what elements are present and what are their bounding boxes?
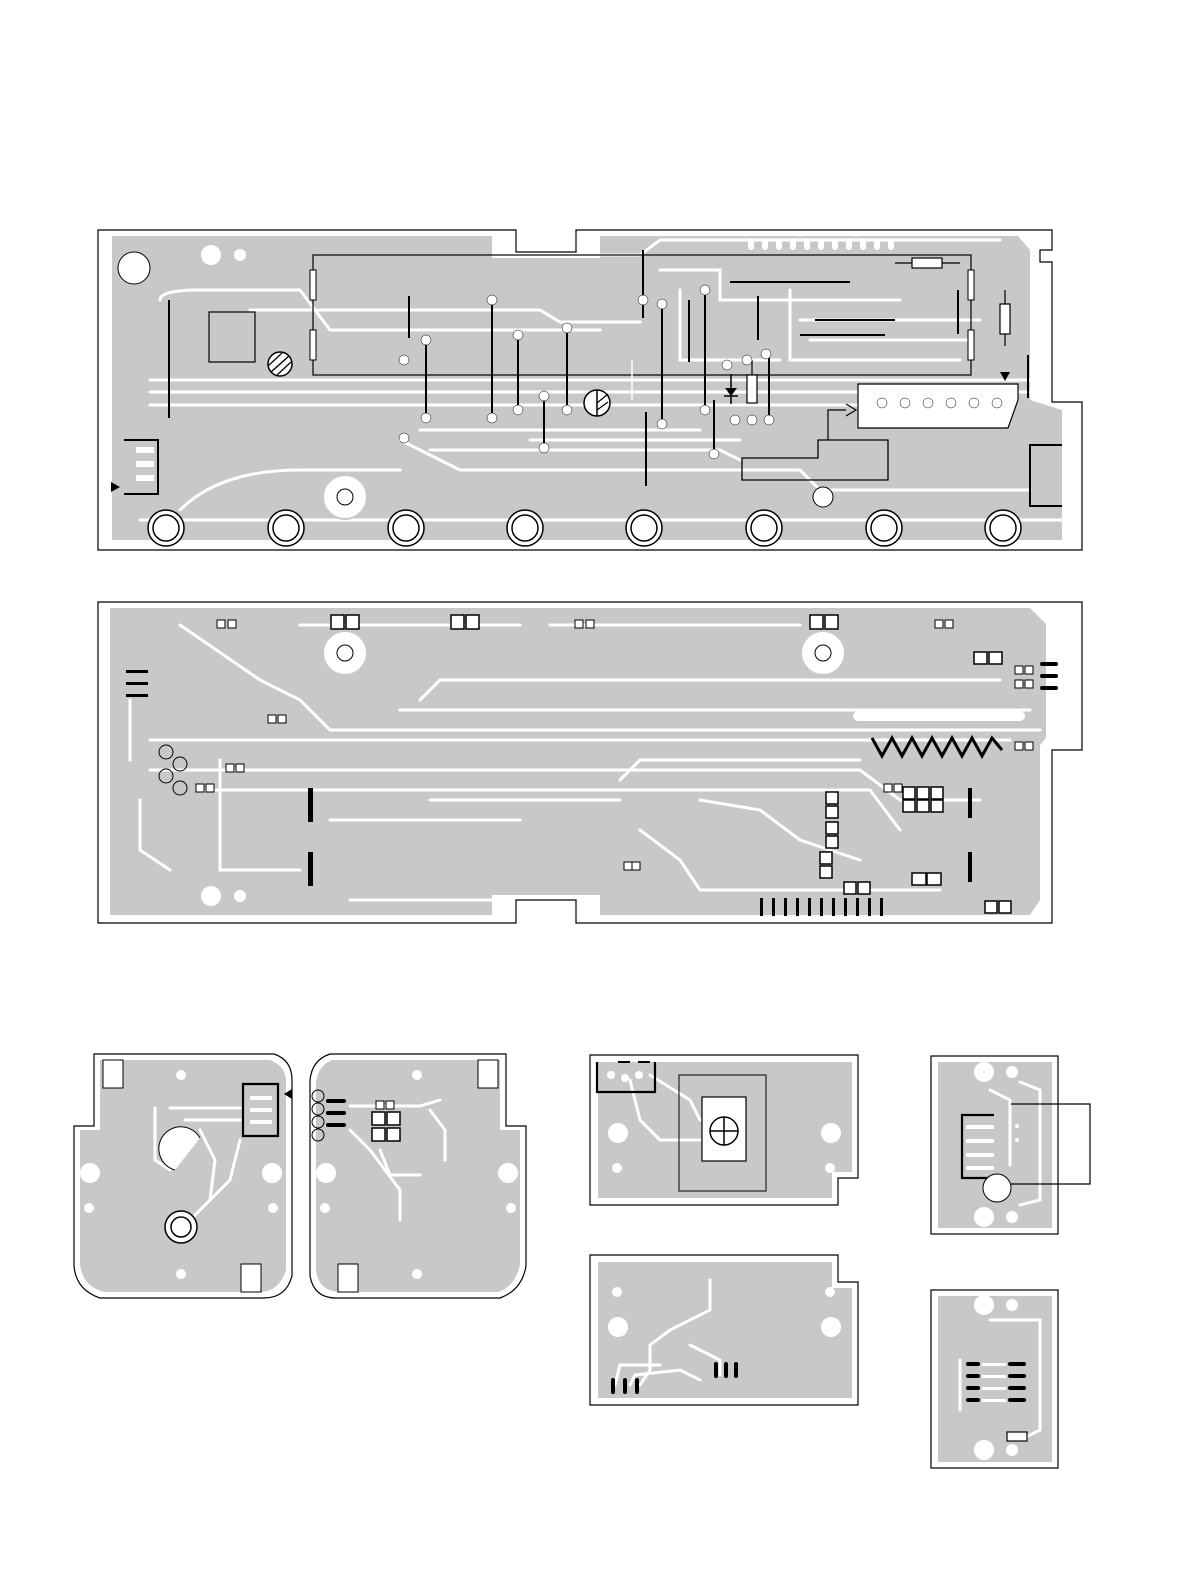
sub-board-a-back — [310, 1054, 526, 1298]
sub-board-b-front — [590, 1055, 858, 1205]
main-board-component-side — [98, 230, 1082, 550]
sub-board-b-back — [590, 1255, 858, 1405]
trimmer-pot-icon — [268, 352, 292, 376]
main-board-solder-side — [98, 602, 1082, 923]
potentiometer-icon — [710, 1117, 738, 1145]
sub-board-a-front — [74, 1054, 292, 1298]
trimmer-pot-icon — [584, 390, 610, 416]
sub-board-c-back — [931, 1290, 1058, 1468]
sub-board-c-front — [931, 1056, 1090, 1234]
